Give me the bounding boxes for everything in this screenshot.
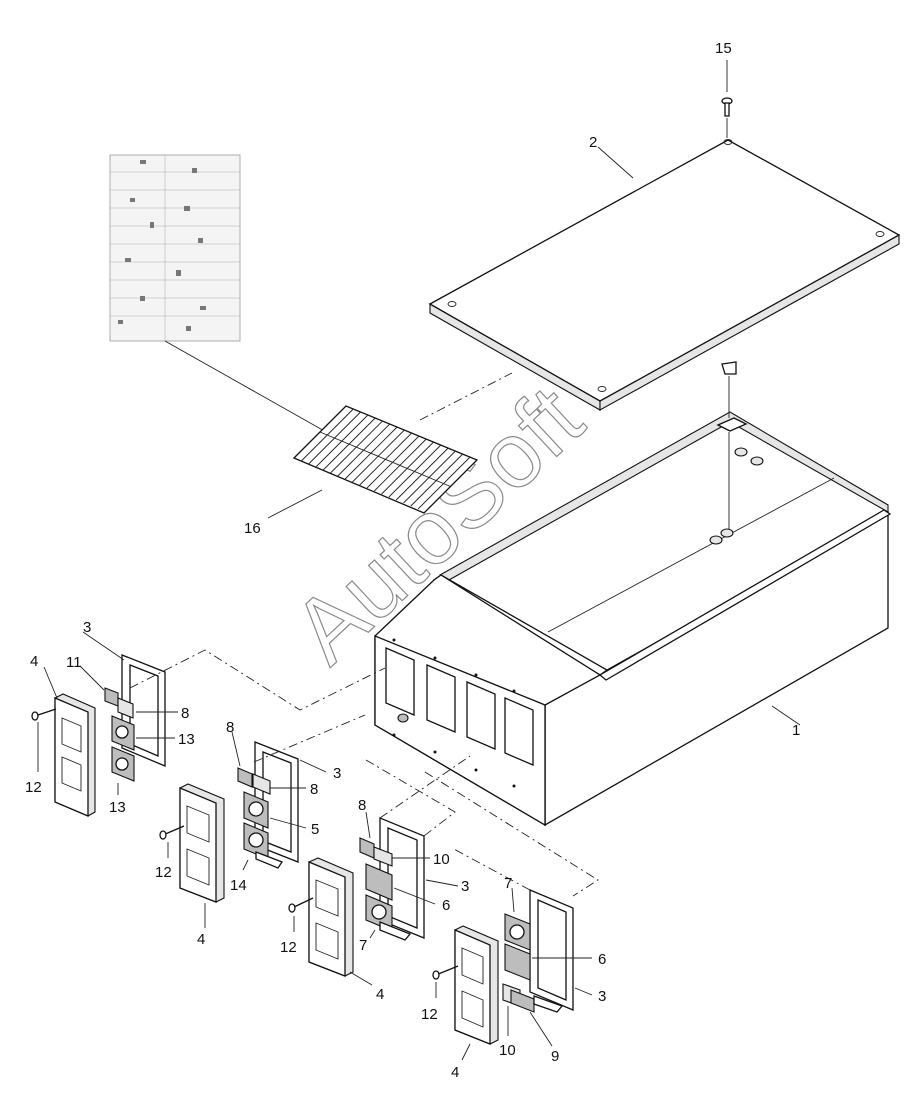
callout-9: 9: [551, 1048, 559, 1065]
callout-8: 8: [310, 781, 318, 798]
bezel-group-c: [288, 755, 471, 986]
callout-4: 4: [197, 931, 205, 948]
callout-10: 10: [499, 1042, 516, 1059]
callout-13: 13: [178, 731, 195, 748]
bezel-group-d: [424, 771, 599, 1061]
callout-8: 8: [226, 719, 234, 736]
callout-6: 6: [442, 897, 450, 914]
callout-1: 1: [792, 722, 800, 739]
callout-14: 14: [230, 877, 247, 894]
wiring-diagram-sheet: [109, 154, 336, 438]
callout-10: 10: [433, 851, 450, 868]
callout-5: 5: [311, 821, 319, 838]
callout-16: 16: [244, 520, 261, 537]
enclosure-box: [374, 361, 892, 827]
callout-3: 3: [461, 878, 469, 895]
callout-numbers: 1 2 3 3 3 3 4 4 4 4 5 6 6 7 7 8 8 8 8 9 …: [25, 40, 800, 1081]
callout-4: 4: [451, 1064, 459, 1081]
callout-7: 7: [504, 875, 512, 892]
callout-2: 2: [589, 134, 597, 151]
callout-13: 13: [109, 799, 126, 816]
label-sheet: [267, 372, 513, 519]
callout-4: 4: [30, 653, 38, 670]
callout-8: 8: [181, 705, 189, 722]
callout-8: 8: [358, 797, 366, 814]
callout-3: 3: [598, 988, 606, 1005]
bezel-group-a: [31, 631, 386, 817]
callout-12: 12: [421, 1006, 438, 1023]
callout-15: 15: [715, 40, 732, 57]
callout-12: 12: [25, 779, 42, 796]
callout-12: 12: [155, 864, 172, 881]
callout-7: 7: [359, 937, 367, 954]
lid: [428, 139, 901, 411]
callout-3: 3: [333, 765, 341, 782]
callout-11: 11: [66, 654, 82, 671]
callout-3: 3: [83, 619, 91, 636]
callout-6: 6: [598, 951, 606, 968]
screw-15: [721, 60, 733, 138]
callout-12: 12: [280, 939, 297, 956]
callout-4: 4: [376, 986, 384, 1003]
bezel-group-b: [159, 714, 366, 928]
